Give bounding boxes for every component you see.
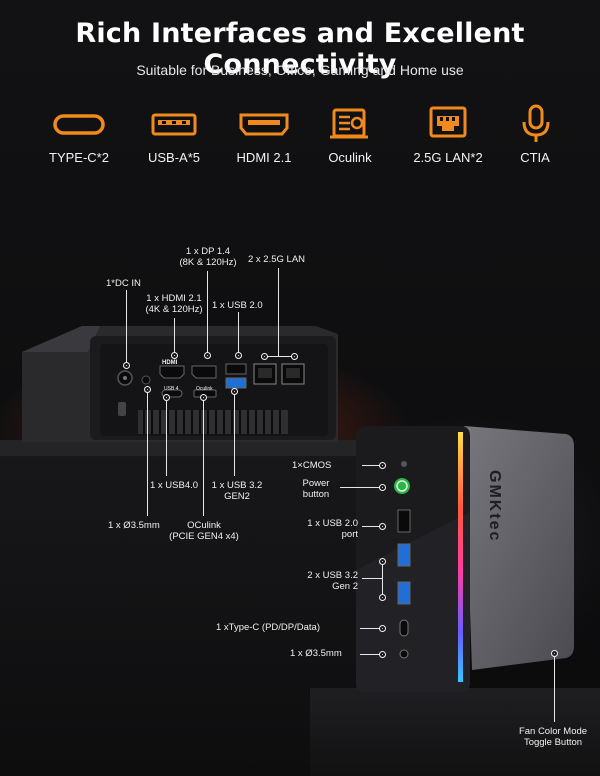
mini-pc-rear-image [22,326,338,442]
callout-lan: 2 x 2.5G LAN [248,254,306,265]
marker-audio-front [379,651,386,658]
leader-usb32-front [362,578,382,579]
rear-oculink-port-text: Oculink [196,386,213,392]
front-brand-logo: GMKtec [486,470,503,543]
marker-fan [551,650,558,657]
marker-power [379,484,386,491]
marker-usb32-front-1 [379,558,386,565]
marker-usb32-front-2 [379,594,386,601]
port-label-type-c: TYPE-C*2 [49,150,109,165]
marker-lan-1 [261,353,268,360]
pedestal-left [0,440,360,776]
leader-usb4 [166,398,167,476]
marker-lan-2 [291,353,298,360]
port-label-lan: 2.5G LAN*2 [413,150,483,165]
leader-dc [126,290,127,364]
leader-usb32-front-v [382,562,383,596]
callout-hdmi: 1 x HDMI 2.1(4K & 120Hz) [145,293,203,315]
callout-oculink: OCulink(PCIE GEN4 x4) [169,520,239,542]
hdmi-icon [239,113,289,136]
leader-oculink [203,398,204,516]
oculink-icon [330,108,368,139]
leader-power [340,487,380,488]
marker-dp [204,352,211,359]
port-label-usb-a: USB-A*5 [147,150,201,165]
port-label-ctia: CTIA [520,150,550,165]
leader-lan-h [265,356,296,357]
marker-hdmi [171,352,178,359]
callout-usb2: 1 x USB 2.0 [212,300,263,311]
marker-usb2-front [379,523,386,530]
leader-usb32 [234,392,235,476]
rear-hdmi-port-text: HDMI [162,360,178,366]
leader-hdmi [174,318,175,354]
marker-usb2 [235,352,242,359]
pedestal-right [310,688,600,776]
callout-usb4: 1 x USB4.0 [150,480,199,491]
marker-usb4 [163,394,170,401]
callout-cmos: 1×CMOS [292,460,332,471]
leader-typec [360,628,380,629]
marker-oculink [200,394,207,401]
microphone-icon [522,104,550,142]
callout-audio-rear: 1 x Ø3.5mm [108,520,160,531]
port-label-hdmi: HDMI 2.1 [236,150,292,165]
leader-audio [147,390,148,516]
marker-dc [123,362,130,369]
page-subtitle: Suitable for Business, Office, Gaming an… [136,62,464,78]
leader-dp [207,271,208,355]
usb-a-icon [151,113,197,136]
leader-usb2-front [362,526,380,527]
port-label-oculink: Oculink [328,150,372,165]
leader-audio-front [360,654,380,655]
leader-cmos [362,465,382,466]
type-c-icon [53,114,105,135]
leader-fan [554,656,555,722]
callout-dc-in: 1*DC IN [106,278,141,289]
marker-usb32 [231,388,238,395]
page-title: Rich Interfaces and Excellent Connectivi… [75,18,525,80]
marker-audio [144,386,151,393]
lan-icon [429,106,467,138]
marker-cmos [379,462,386,469]
marker-typec [379,625,386,632]
leader-lan [278,268,279,356]
callout-typec: 1 xType-C (PD/DP/Data) [216,622,320,633]
leader-usb2 [238,312,239,354]
callout-dp: 1 x DP 1.4(8K & 120Hz) [179,246,237,268]
rear-usb4-port-text: USB 4 [164,386,179,392]
callout-audio-front: 1 x Ø3.5mm [290,648,342,659]
